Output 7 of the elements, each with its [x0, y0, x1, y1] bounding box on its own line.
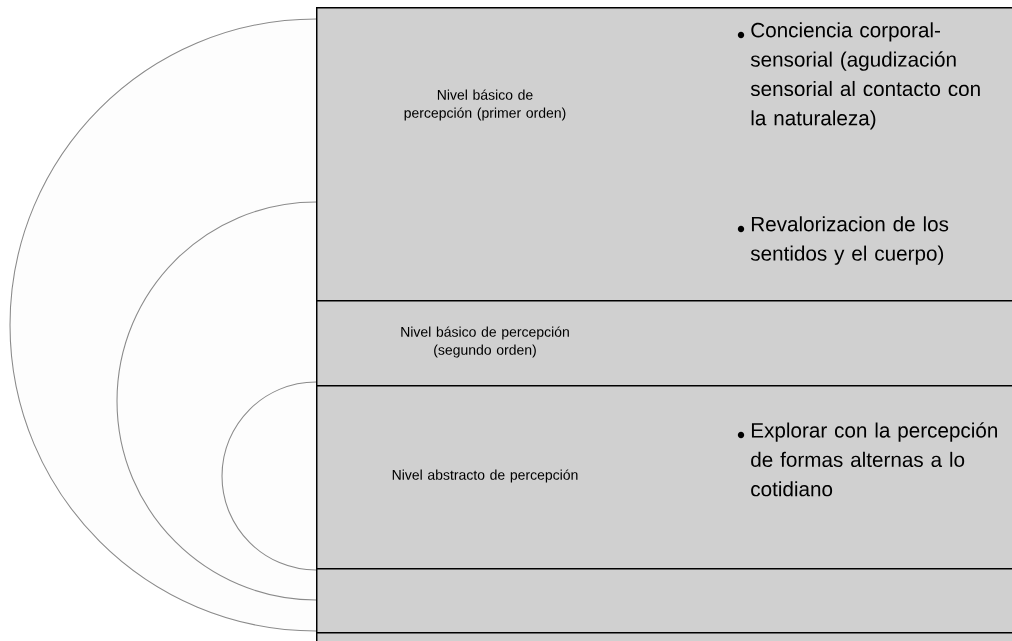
node-label: Nivel abstracto de percepción: [392, 469, 578, 483]
bullet-item: Revalorizacion de los sentidos y el cuerpo): [737, 216, 949, 265]
bullet-item: Conciencia corporal-sensorial (agudización sensorial al contacto con la naturaleza): [737, 22, 980, 130]
bullet-item: Explorar con la percepción de formas alternas a lo cotidiano: [737, 422, 997, 497]
empty-band: [316, 632, 1012, 641]
level-band: Nivel básico de percepción (segundo orden): [316, 300, 1012, 387]
node-label: Nivel básico de percepción (primer orden): [404, 89, 566, 121]
